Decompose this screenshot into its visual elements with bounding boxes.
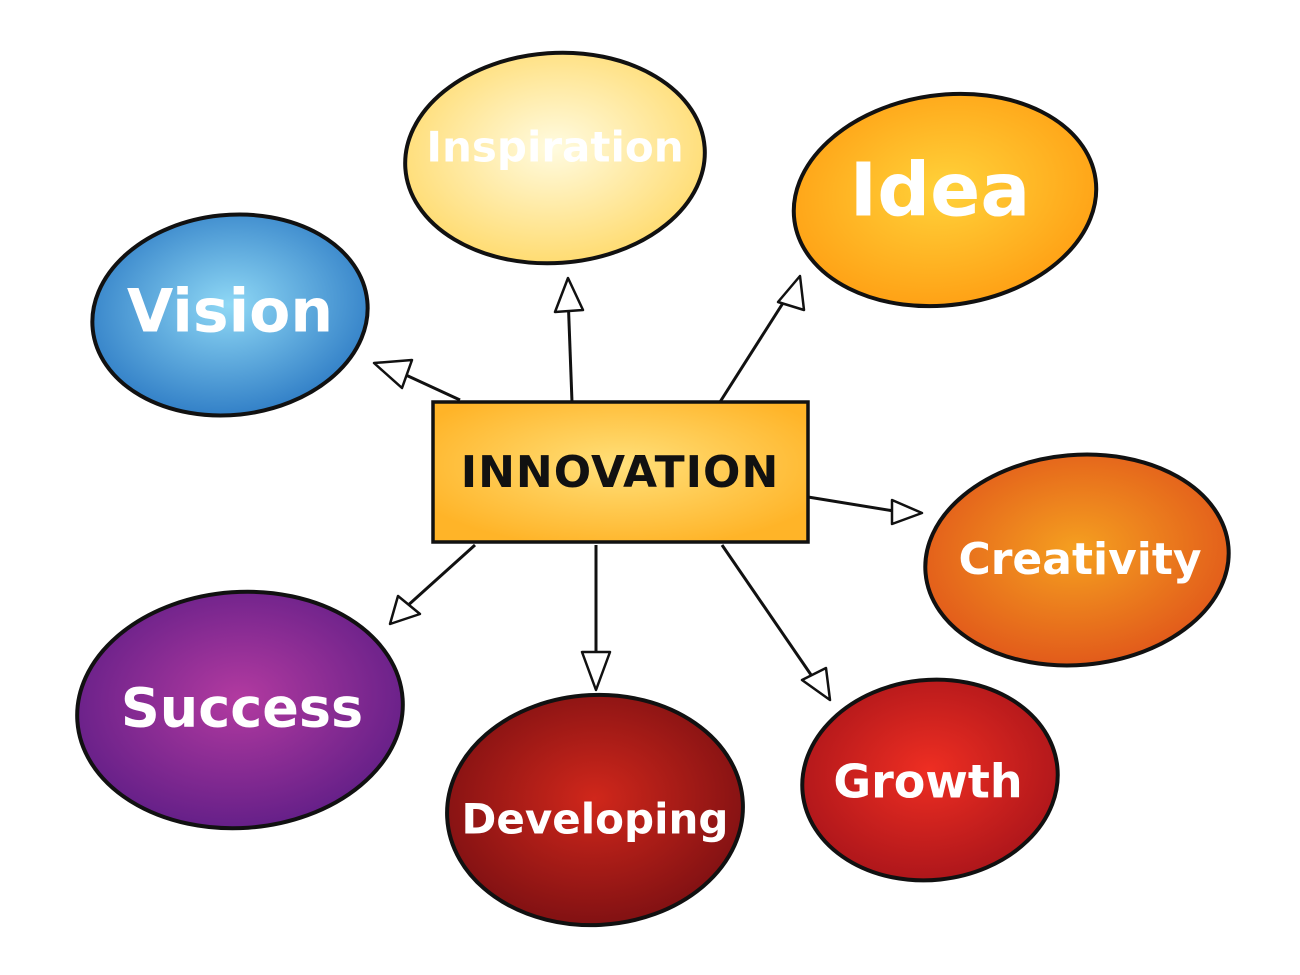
node-inspiration-ellipse	[403, 50, 707, 266]
edge-idea	[718, 291, 792, 403]
node-inspiration-label: Inspiration	[426, 123, 683, 172]
node-success-label: Success	[121, 677, 363, 740]
arrowhead-inspiration	[553, 276, 585, 314]
node-inspiration: Inspiration	[403, 50, 707, 266]
center-node: INNOVATION	[431, 400, 810, 544]
arrowhead-success	[388, 594, 422, 626]
connectors	[372, 274, 924, 702]
node-success-ellipse	[75, 589, 405, 831]
center-box	[431, 400, 810, 544]
node-growth-label: Growth	[833, 755, 1022, 809]
arrowhead-growth	[800, 666, 832, 702]
node-creativity-label: Creativity	[958, 534, 1201, 585]
node-developing: Developing	[445, 692, 745, 928]
edge-success	[403, 543, 477, 610]
node-developing-ellipse	[445, 692, 745, 928]
node-vision-label: Vision	[127, 277, 333, 347]
node-developing-label: Developing	[462, 795, 729, 844]
node-idea-ellipse	[791, 91, 1099, 309]
arrowhead-vision	[372, 358, 414, 390]
edge-creativity	[807, 495, 901, 514]
node-idea: Idea	[791, 91, 1099, 309]
node-idea-label: Idea	[850, 148, 1031, 234]
node-vision: Vision	[90, 212, 370, 418]
edge-growth	[720, 544, 820, 686]
edge-inspiration	[566, 294, 574, 403]
arrowhead-developing	[580, 650, 612, 692]
node-creativity: Creativity	[923, 452, 1231, 668]
node-growth-ellipse	[800, 677, 1060, 883]
node-creativity-ellipse	[923, 452, 1231, 668]
center-label: INNOVATION	[461, 447, 780, 498]
arrowhead-idea	[776, 274, 806, 312]
node-vision-ellipse	[90, 212, 370, 418]
node-success: Success	[75, 589, 405, 831]
arrowhead-creativity	[890, 498, 924, 526]
node-growth: Growth	[800, 677, 1060, 883]
